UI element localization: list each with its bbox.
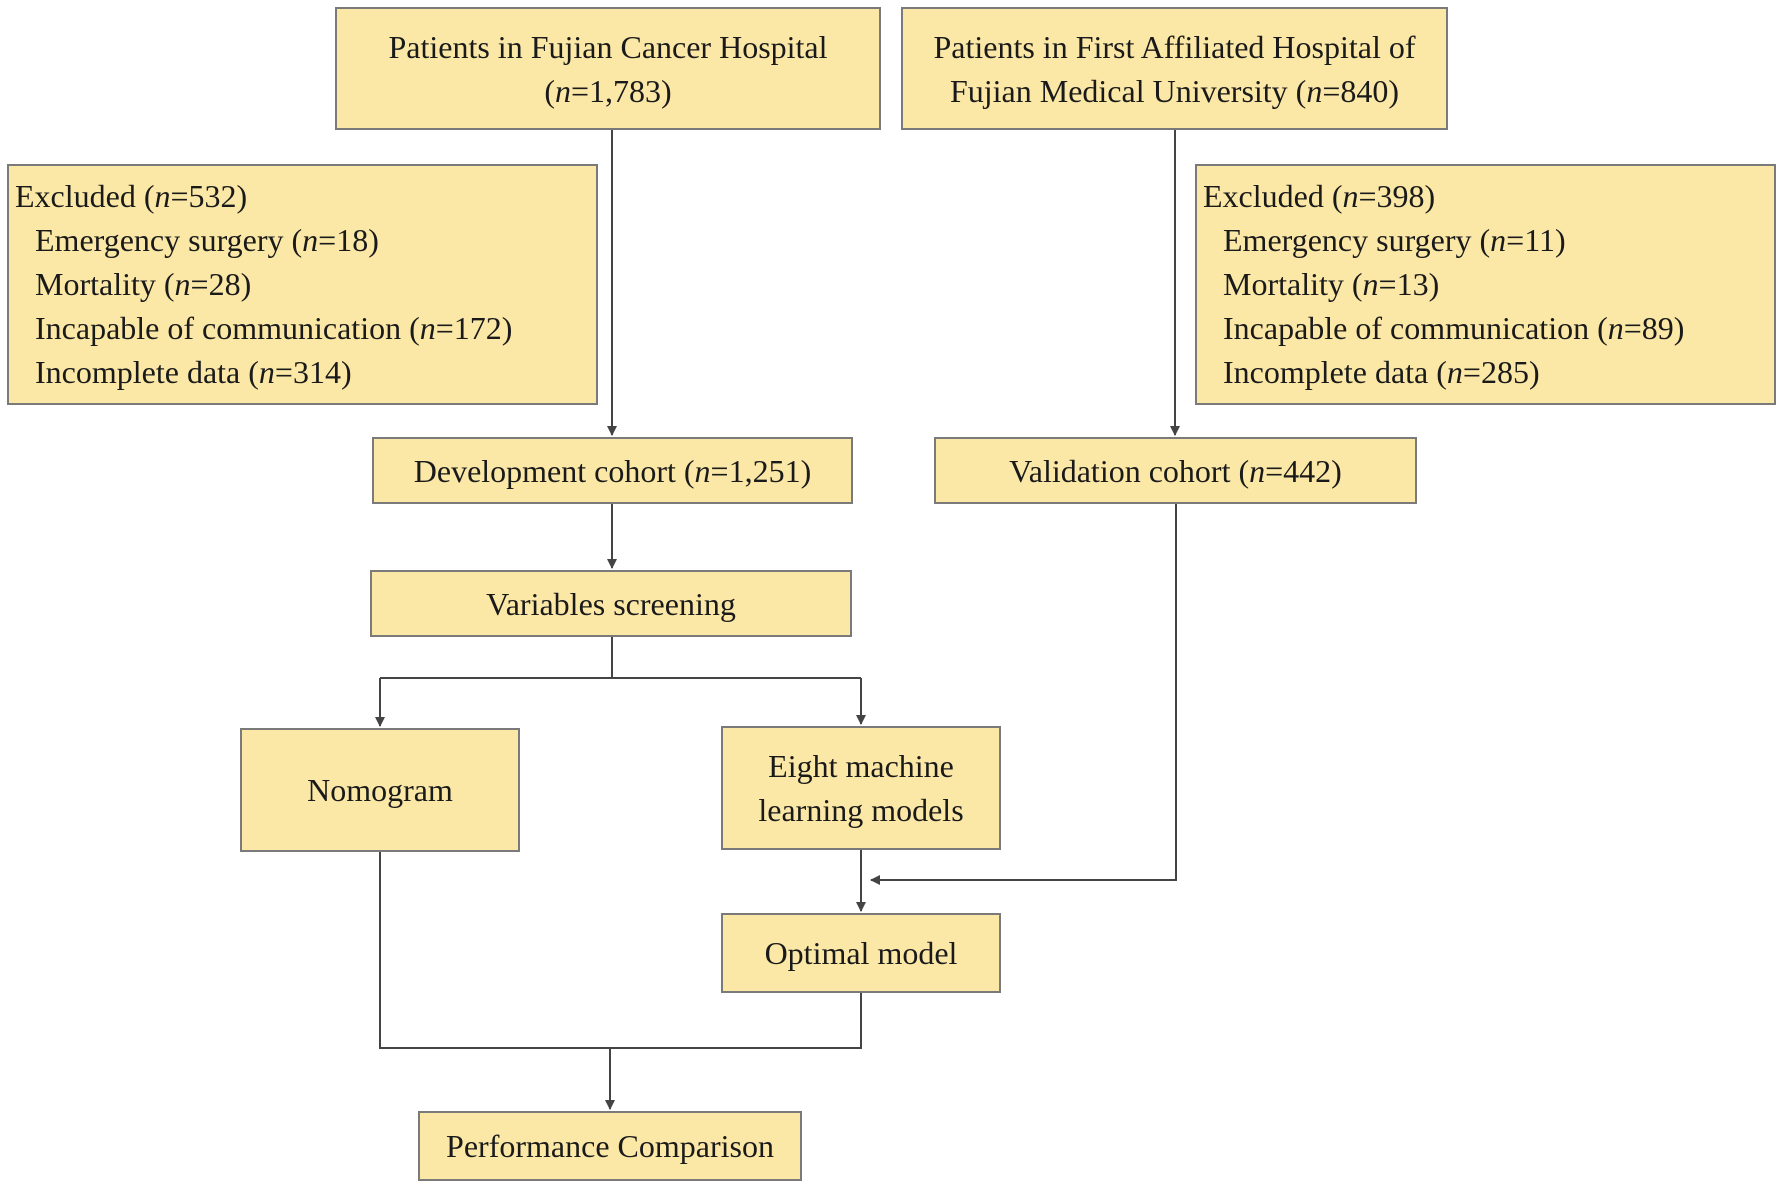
item-prefix: Incapable of communication ( [35,310,420,346]
item-prefix: Incomplete data ( [35,354,259,390]
validation-label: Validation cohort (n=442) [1009,449,1342,493]
fujian-cancer-n-var: n [554,72,571,109]
item-suffix: =314) [274,354,352,390]
variables-label: Variables screening [486,585,736,622]
fujian-cancer-prefix: ( [544,72,555,109]
excluded-left-item: Incapable of communication (n=172) [15,306,596,350]
connector-validation-to-merge [870,504,1177,885]
item-suffix: =172) [435,310,513,346]
item-n-var: n [1446,354,1463,390]
first-affiliated-prefix: Fujian Medical University ( [949,72,1307,109]
ml-models-line1: Eight machine [768,748,954,784]
excluded-left-item: Mortality (n=28) [15,262,596,306]
item-suffix: =13) [1378,266,1440,302]
box-optimal-model: Optimal model [721,913,1001,993]
item-suffix: =28) [190,266,252,302]
box-nomogram: Nomogram [240,728,520,852]
box-variables-screening: Variables screening [370,570,852,637]
item-suffix: =11) [1506,222,1566,258]
validation-n-var: n [1249,452,1266,489]
first-affiliated-n-var: n [1306,72,1323,109]
box-excluded-left: Excluded (n=532) Emergency surgery (n=18… [7,164,598,405]
validation-suffix: =442) [1265,452,1342,489]
fujian-cancer-suffix: =1,783) [570,72,672,109]
fujian-cancer-line1: Patients in Fujian Cancer Hospital [388,28,828,65]
development-label: Development cohort (n=1,251) [414,449,812,493]
connector-nomogram-down [379,852,862,1049]
box-validation-cohort: Validation cohort (n=442) [934,437,1417,504]
excluded-right-item: Incomplete data (n=285) [1203,350,1774,394]
item-suffix: =285) [1462,354,1540,390]
excluded-left-title: Excluded (n=532) [15,174,596,218]
item-prefix: Incomplete data ( [1223,354,1447,390]
nomogram-label: Nomogram [307,772,453,808]
validation-prefix: Validation cohort ( [1009,452,1250,489]
item-prefix: Mortality ( [35,266,175,302]
item-n-var: n [1362,266,1379,302]
first-affiliated-suffix: =840) [1322,72,1400,109]
item-n-var: n [302,222,319,258]
box-excluded-right: Excluded (n=398) Emergency surgery (n=11… [1195,164,1776,405]
excluded-right-n-var: n [1342,178,1359,214]
performance-label: Performance Comparison [446,1128,774,1164]
box-development-cohort: Development cohort (n=1,251) [372,437,853,504]
excluded-right-item: Incapable of communication (n=89) [1203,306,1774,350]
item-prefix: Incapable of communication ( [1223,310,1608,346]
item-n-var: n [1607,310,1624,346]
box-ml-models: Eight machine learning models [721,726,1001,850]
excluded-left-item: Incomplete data (n=314) [15,350,596,394]
first-affiliated-line1: Patients in First Affiliated Hospital of [933,28,1416,65]
ml-models-line2: learning models [758,792,964,828]
item-n-var: n [174,266,191,302]
item-suffix: =18) [318,222,379,258]
development-prefix: Development cohort ( [413,452,695,489]
item-n-var: n [1490,222,1507,258]
excluded-right-item: Mortality (n=13) [1203,262,1774,306]
development-suffix: =1,251) [710,452,812,489]
excluded-right-title-prefix: Excluded ( [1203,178,1343,214]
item-prefix: Emergency surgery ( [1223,222,1491,258]
fujian-cancer-line2: (n=1,783) [544,69,671,113]
excluded-right-title-suffix: =398) [1358,178,1436,214]
connector-variables-split [380,637,613,679]
excluded-left-title-suffix: =532) [170,178,248,214]
optimal-label: Optimal model [764,935,958,971]
item-n-var: n [419,310,436,346]
box-first-affiliated-hospital: Patients in First Affiliated Hospital of… [901,7,1448,130]
excluded-left-item: Emergency surgery (n=18) [15,218,596,262]
development-n-var: n [694,452,711,489]
excluded-left-title-prefix: Excluded ( [15,178,155,214]
excluded-right-title: Excluded (n=398) [1203,174,1774,218]
item-prefix: Mortality ( [1223,266,1363,302]
item-suffix: =89) [1623,310,1685,346]
excluded-right-item: Emergency surgery (n=11) [1203,218,1774,262]
box-performance-comparison: Performance Comparison [418,1111,802,1181]
excluded-left-n-var: n [154,178,171,214]
box-fujian-cancer-hospital: Patients in Fujian Cancer Hospital (n=1,… [335,7,881,130]
first-affiliated-line2: Fujian Medical University (n=840) [950,69,1399,113]
item-n-var: n [258,354,275,390]
item-prefix: Emergency surgery ( [35,222,303,258]
